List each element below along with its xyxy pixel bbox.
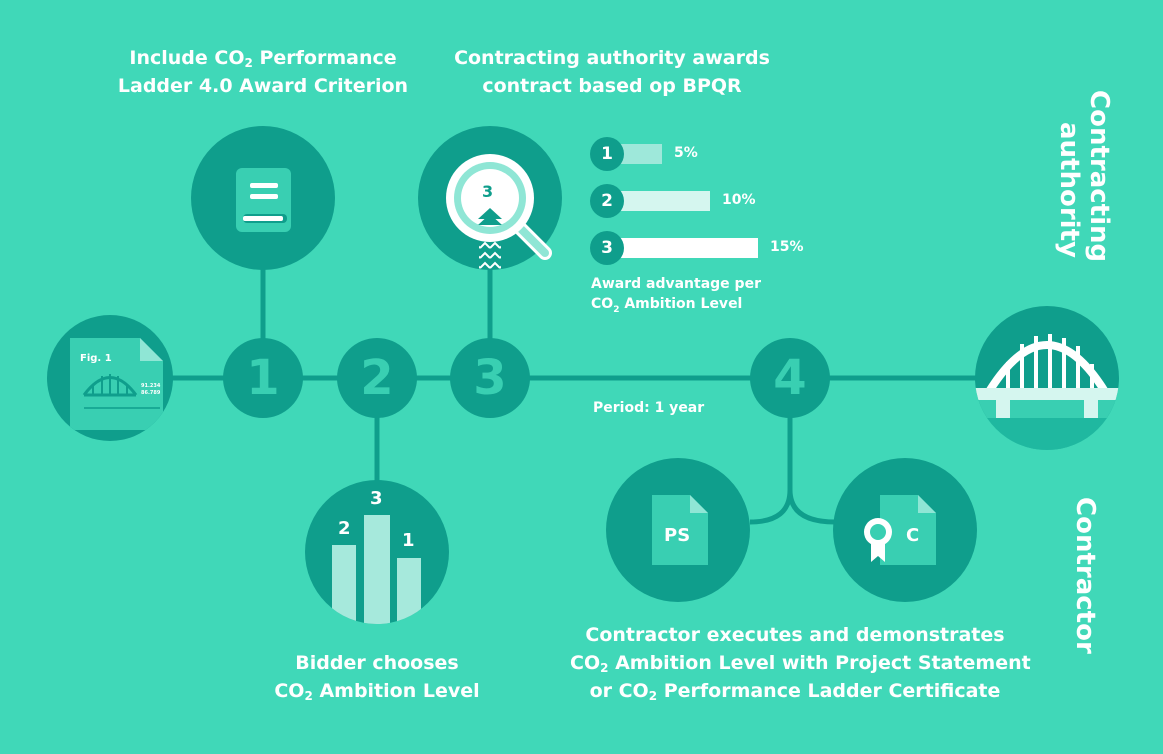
contracting-authority-label-2: authority bbox=[1054, 122, 1084, 258]
award-bar-3 bbox=[614, 238, 758, 258]
step4-line1: Contractor executes and demonstrates bbox=[585, 624, 1005, 646]
step-circle-3 bbox=[450, 338, 530, 418]
connector-step4-ps bbox=[749, 410, 793, 525]
step4-line2-post: Ambition Level with Project Statement bbox=[608, 652, 1031, 674]
step4-line3-sub: 2 bbox=[648, 689, 658, 703]
award-row-1: 1 5% bbox=[590, 137, 790, 171]
step2-label: Bidder chooses CO2 Ambition Level bbox=[250, 649, 504, 705]
award-level-3: 3 bbox=[590, 231, 624, 265]
award-caption-post: Ambition Level bbox=[619, 296, 743, 312]
award-row-2: 2 10% bbox=[590, 184, 790, 218]
step-circle-4 bbox=[750, 338, 830, 418]
award-level-2: 2 bbox=[590, 184, 624, 218]
building-level-1: 1 bbox=[402, 530, 415, 551]
step2-line2-post: Ambition Level bbox=[312, 680, 480, 702]
building-level-3: 3 bbox=[370, 488, 383, 509]
step4-label: Contractor executes and demonstrates CO2… bbox=[570, 621, 1031, 705]
fig-title: Fig. 1 bbox=[80, 353, 112, 364]
step2-line2-pre: CO bbox=[274, 680, 305, 702]
step3-line2: contract based op BPQR bbox=[482, 75, 742, 97]
project-statement-icon bbox=[606, 458, 750, 602]
book-icon bbox=[191, 126, 335, 270]
certificate-text: C bbox=[906, 525, 920, 546]
contracting-authority-label-1: Contracting bbox=[1084, 90, 1114, 263]
fig-number-1: 91.234 bbox=[141, 383, 161, 389]
award-pct-1: 5% bbox=[674, 145, 698, 161]
step4-line3-post: Performance Ladder Certificate bbox=[657, 680, 1001, 702]
step2-line2-sub: 2 bbox=[304, 689, 313, 703]
contractor-label: Contractor bbox=[1070, 497, 1100, 654]
award-row-3: 3 15% bbox=[590, 231, 810, 265]
step-circles bbox=[223, 338, 830, 418]
step2-line1: Bidder chooses bbox=[295, 652, 459, 674]
step-circle-2 bbox=[337, 338, 417, 418]
step1-label: Include CO2 Performance Ladder 4.0 Award… bbox=[110, 44, 416, 100]
building-level-2: 2 bbox=[338, 518, 351, 539]
connector-step4-cert bbox=[787, 489, 836, 525]
magnifier-level: 3 bbox=[482, 182, 494, 201]
step1-line1-pre: Include CO bbox=[129, 47, 245, 69]
award-caption-line1: Award advantage per bbox=[591, 276, 761, 292]
step1-line2: Ladder 4.0 Award Criterion bbox=[117, 75, 409, 97]
step-number-2: 2 bbox=[360, 350, 394, 406]
step-number-1: 1 bbox=[246, 350, 280, 406]
award-caption-line2: CO2 Ambition Level bbox=[591, 296, 742, 315]
period-label: Period: 1 year bbox=[593, 400, 705, 416]
step1-line1-post: Performance bbox=[252, 47, 397, 69]
drawing-icon: Fig. 1 91.234 86.789 bbox=[47, 315, 173, 441]
step4-line2-sub: 2 bbox=[600, 661, 609, 675]
step4-line3-pre: or CO bbox=[589, 680, 649, 702]
award-caption-pre: CO bbox=[591, 296, 614, 312]
award-bar-2 bbox=[614, 191, 710, 211]
buildings-icon bbox=[305, 480, 449, 624]
bridge-icon bbox=[975, 306, 1119, 450]
award-pct-3: 15% bbox=[770, 239, 804, 255]
step-number-3: 3 bbox=[473, 350, 507, 406]
fig-number-2: 86.789 bbox=[141, 390, 161, 396]
award-pct-2: 10% bbox=[722, 192, 756, 208]
award-caption-sub: 2 bbox=[613, 304, 620, 315]
step4-line2-pre: CO bbox=[570, 652, 601, 674]
step3-line1: Contracting authority awards bbox=[454, 47, 770, 69]
step-circle-1 bbox=[223, 338, 303, 418]
step1-line1-sub: 2 bbox=[244, 56, 253, 70]
award-bar-1 bbox=[614, 144, 662, 164]
project-statement-text: PS bbox=[664, 525, 691, 546]
magnifier-icon bbox=[418, 126, 562, 270]
step3-label: Contracting authority awards contract ba… bbox=[440, 44, 784, 100]
award-level-1: 1 bbox=[590, 137, 624, 171]
step-number-4: 4 bbox=[773, 350, 807, 406]
certificate-icon bbox=[833, 458, 977, 602]
